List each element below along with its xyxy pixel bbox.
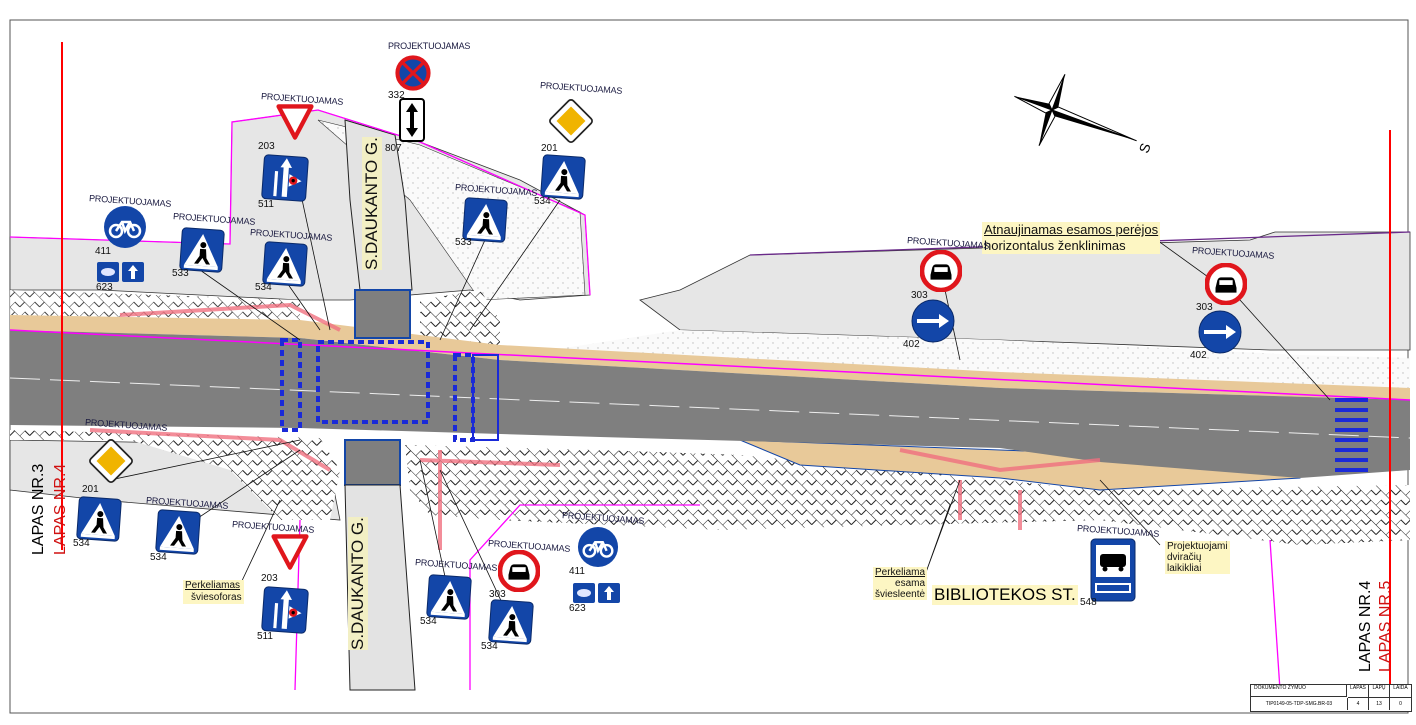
sheet-label-right-b: LAPAS NR.5 — [1377, 580, 1394, 672]
lapu-value: 13 — [1369, 698, 1390, 710]
street-label-daukanto-bottom: S.DAUKANTO G. — [348, 517, 368, 650]
sign-number: 203 — [258, 141, 275, 152]
no-motor-vehicles-sign-icon — [920, 250, 962, 292]
note-light-board: Perkeliama esama šviesleentė — [873, 567, 928, 600]
priority-road-sign-icon — [86, 436, 136, 486]
no-stopping-sign-icon — [395, 55, 431, 91]
note-line: Perkeliamas — [185, 580, 241, 591]
bicycle-path-sign-icon — [103, 205, 147, 249]
no-motor-vehicles-sign-icon — [1205, 263, 1247, 305]
note-crossing-marking: Atnaujinamas esamos perėjos horizontalus… — [982, 222, 1161, 254]
note-line: Projektuojami — [1167, 541, 1228, 552]
pedestrian-crossing-sign-icon — [426, 574, 473, 621]
note-line: esama — [895, 578, 926, 589]
sign-number: 511 — [258, 199, 274, 210]
sign-number: 533 — [455, 237, 472, 248]
pedestrian-crossing-sign-icon — [488, 599, 535, 646]
pedestrian-crossing-sign-icon — [262, 241, 309, 288]
note-line: šviesoforas — [191, 592, 242, 603]
laida-value: 0 — [1399, 701, 1402, 707]
sign-number: 201 — [82, 484, 99, 495]
sign-number: 548 — [1080, 597, 1097, 608]
street-label-daukanto-top: S.DAUKANTO G. — [362, 137, 382, 270]
sign-number: 303 — [489, 589, 506, 600]
note-line: horizontalus ženklinimas — [984, 238, 1126, 253]
street-label-bibliotekos: BIBLIOTEKOS ST. — [932, 585, 1078, 605]
sign-number: 534 — [73, 538, 90, 549]
sign-number: 411 — [95, 246, 111, 257]
note-line: Perkeliama — [875, 567, 926, 578]
sign-number: 623 — [96, 282, 113, 293]
sign-number: 534 — [481, 641, 498, 652]
note-line: laikikliai — [1167, 563, 1202, 574]
sign-number: 303 — [1196, 302, 1213, 313]
sign-number: 623 — [569, 603, 586, 614]
sign-number: 511 — [257, 631, 273, 642]
yield-sign-icon — [275, 103, 315, 141]
project-label: PROJEKTUOJAMAS — [388, 41, 471, 51]
lane-direction-sign-icon — [260, 585, 309, 634]
two-way-arrow-plate-icon — [399, 98, 425, 142]
bicycle-path-sign-icon — [577, 526, 619, 568]
priority-road-sign-icon — [546, 96, 596, 146]
lapu-label: LAPŲ — [1369, 685, 1390, 698]
bike-lane-plate-icon — [573, 583, 620, 603]
sheet-label-right-a: LAPAS NR.4 — [1357, 580, 1374, 672]
pedestrian-crossing-sign-icon — [155, 509, 202, 556]
mandatory-direction-sign-icon — [1198, 310, 1242, 354]
lapas-label: LAPAS — [1348, 685, 1369, 698]
pedestrian-crossing-sign-icon — [179, 227, 226, 274]
sign-number: 201 — [541, 143, 558, 154]
sheet-label-left-a: LAPAS NR.3 — [30, 463, 47, 555]
sign-number: 534 — [255, 282, 272, 293]
sign-number: 807 — [385, 143, 402, 154]
mandatory-direction-sign-icon — [911, 299, 955, 343]
doc-code: TIP0149-05-TDP-SMG.BR-03 — [1251, 698, 1348, 710]
sign-number: 533 — [172, 268, 189, 279]
note-bike-racks: Projektuojami dviračių laikikliai — [1165, 541, 1230, 574]
sign-number: 402 — [903, 339, 920, 350]
note-traffic-light: Perkeliamas šviesoforas — [183, 580, 244, 604]
sign-number: 303 — [911, 290, 928, 301]
sign-number: 402 — [1190, 350, 1207, 361]
pedestrian-crossing-sign-icon — [76, 496, 123, 543]
sign-number: 203 — [261, 573, 278, 584]
sheet-label-left-b: LAPAS NR.4 — [52, 463, 69, 555]
pedestrian-crossing-sign-icon — [540, 154, 587, 201]
doc-label: DOKUMENTO ŽYMUO — [1251, 685, 1347, 697]
note-line: dviračių — [1167, 552, 1202, 563]
sign-number: 534 — [420, 616, 437, 627]
laida-label: LAIDA — [1390, 685, 1411, 698]
note-line: šviesleentė — [875, 589, 926, 600]
sign-number: 534 — [150, 552, 167, 563]
no-motor-vehicles-sign-icon — [498, 550, 540, 592]
sign-number: 332 — [388, 90, 405, 101]
note-line: Atnaujinamas esamos perėjos — [984, 222, 1159, 237]
yield-sign-icon — [270, 533, 310, 571]
bike-lane-plate-icon — [97, 262, 144, 282]
sign-number: 534 — [534, 196, 551, 207]
bus-stop-sign-icon — [1090, 538, 1136, 602]
lane-direction-sign-icon — [260, 153, 309, 202]
lapas-value: 4 — [1348, 698, 1369, 710]
sign-number: 411 — [569, 566, 585, 577]
north-arrow-icon — [1014, 74, 1137, 146]
title-block: DOKUMENTO ŽYMUO TIP0149-05-TDP-SMG.BR-03… — [1250, 684, 1412, 712]
